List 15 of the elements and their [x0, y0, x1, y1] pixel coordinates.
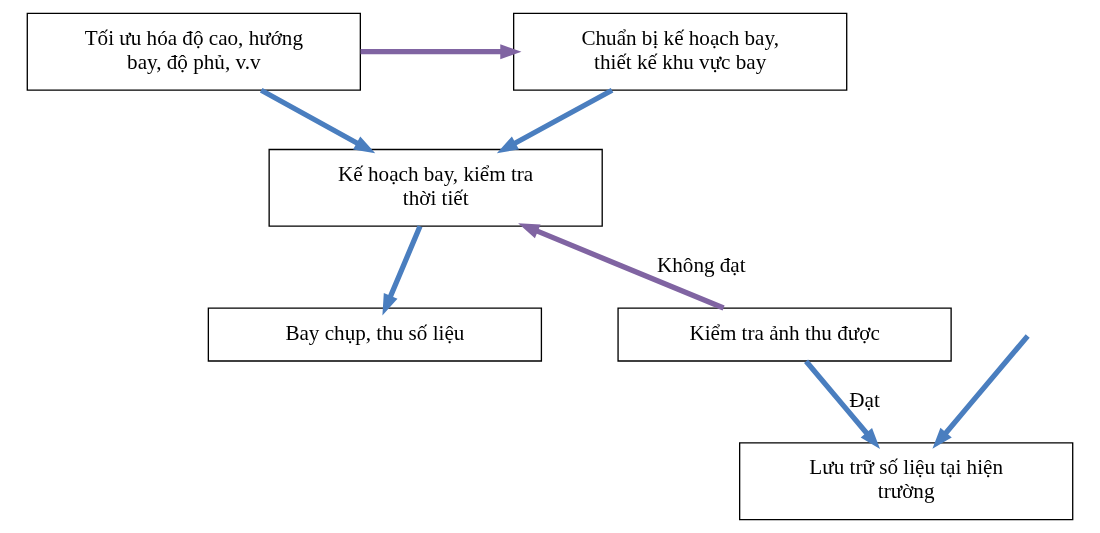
arrow	[804, 359, 881, 449]
node-box: Bay chụp, thu số liệu	[207, 307, 543, 362]
arrow	[259, 87, 376, 154]
arrow	[518, 223, 725, 311]
node-box: Chuẩn bị kế hoạch bay, thiết kế khu vực bay	[513, 12, 848, 91]
edge-label: Không đạt	[657, 253, 746, 278]
node-box: Tối ưu hóa độ cao, hướng bay, độ phủ, v.v	[26, 12, 361, 91]
node-box: Kiểm tra ảnh thu được	[617, 307, 952, 362]
arrow	[496, 87, 614, 154]
edge-label: Đạt	[849, 387, 880, 412]
node-box: Lưu trữ số liệu tại hiện trường	[739, 442, 1074, 521]
arrow	[932, 334, 1030, 449]
arrow	[382, 225, 423, 316]
arrow	[360, 44, 522, 60]
node-box: Kế hoạch bay, kiểm tra thời tiết	[268, 148, 603, 227]
